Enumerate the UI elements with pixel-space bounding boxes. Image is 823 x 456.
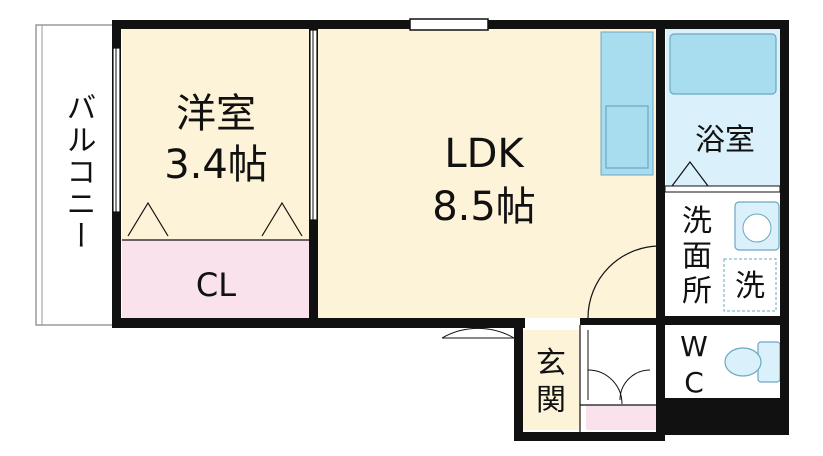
bathroom-label: 浴室 [695,123,755,158]
shoe-closet [586,405,656,430]
closet [122,240,310,318]
entrance-label-1: 玄 [536,346,566,381]
western-room-name: 洋室 [176,91,256,137]
bathtub [669,33,777,95]
western-room-size: 3.4帖 [164,142,268,188]
laundry-area [723,258,777,312]
toilet-bowl [724,347,762,377]
wc-label-c: C [684,366,704,399]
washroom-label-3: 所 [682,274,712,309]
ldk-size: 8.5帖 [432,184,536,230]
ldk-name: LDK [444,131,525,177]
closet-label: CL [196,266,236,304]
balcony-label: バルコニー [61,92,96,252]
balcony [35,24,119,326]
washroom-label-2: 面 [682,239,712,274]
western-room [122,27,310,240]
entrance-label-2: 関 [536,383,566,418]
washroom-label-1: 洗 [682,204,712,239]
wc-label-w: W [680,330,708,363]
laundry-label: 洗 [735,269,765,304]
window-ldk [409,18,489,31]
kitchen-sink [605,105,649,169]
entrance [522,330,580,430]
